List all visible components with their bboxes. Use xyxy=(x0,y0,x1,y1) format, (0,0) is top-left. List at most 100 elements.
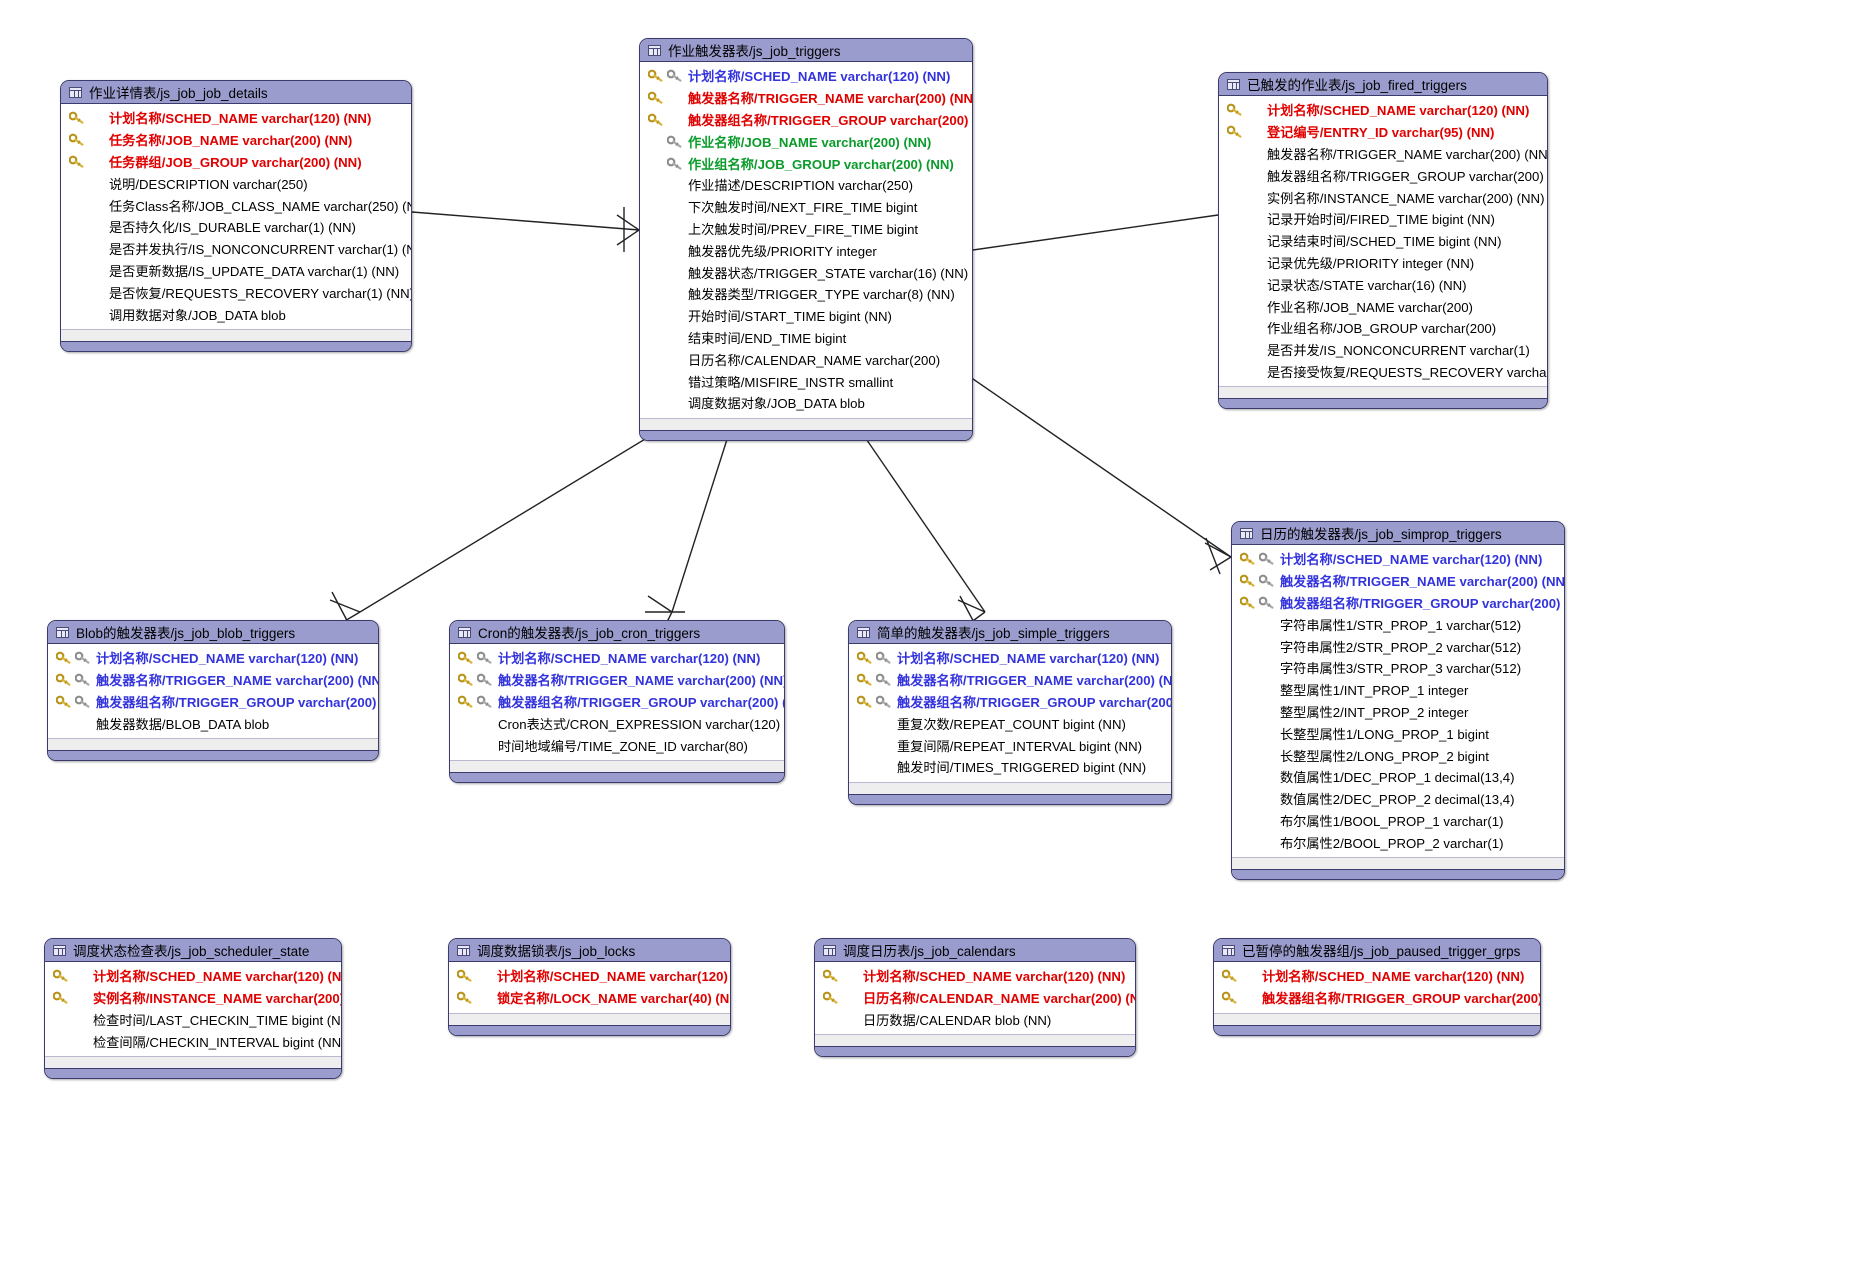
attribute-row[interactable]: 计划名称/SCHED_NAME varchar(120) (NN) xyxy=(48,647,378,669)
attribute-row[interactable]: 错过策略/MISFIRE_INSTR smallint xyxy=(640,370,972,392)
attribute-row[interactable]: 计划名称/SCHED_NAME varchar(120) (NN) xyxy=(640,65,972,87)
attribute-row[interactable]: 上次触发时间/PREV_FIRE_TIME bigint xyxy=(640,218,972,240)
attribute-row[interactable]: 是否持久化/IS_DURABLE varchar(1) (NN) xyxy=(61,216,411,238)
attribute-row[interactable]: 计划名称/SCHED_NAME varchar(120) (NN) xyxy=(449,965,730,987)
attribute-row[interactable]: 触发器名称/TRIGGER_NAME varchar(200) (NN) xyxy=(640,87,972,109)
attribute-row[interactable]: 触发器数据/BLOB_DATA blob xyxy=(48,712,378,734)
attribute-row[interactable]: 任务名称/JOB_NAME varchar(200) (NN) xyxy=(61,129,411,151)
attribute-row[interactable]: 作业组名称/JOB_GROUP varchar(200) xyxy=(1219,317,1547,339)
attribute-row[interactable]: 任务群组/JOB_GROUP varchar(200) (NN) xyxy=(61,151,411,173)
attribute-row[interactable]: 记录优先级/PRIORITY integer (NN) xyxy=(1219,252,1547,274)
attribute-row[interactable]: 检查时间/LAST_CHECKIN_TIME bigint (NN) xyxy=(45,1009,341,1031)
attribute-row[interactable]: 是否更新数据/IS_UPDATE_DATA varchar(1) (NN) xyxy=(61,260,411,282)
attribute-row[interactable]: 整型属性2/INT_PROP_2 integer xyxy=(1232,701,1564,723)
entity-fired_triggers[interactable]: 已触发的作业表/js_job_fired_triggers 计划名称/SCHED_… xyxy=(1218,72,1548,410)
entity-title-job_triggers[interactable]: 作业触发器表/js_job_triggers xyxy=(640,39,972,62)
attribute-row[interactable]: 计划名称/SCHED_NAME varchar(120) (NN) xyxy=(1232,548,1564,570)
attribute-row[interactable]: 记录结束时间/SCHED_TIME bigint (NN) xyxy=(1219,230,1547,252)
attribute-row[interactable]: 触发器名称/TRIGGER_NAME varchar(200) (NN) xyxy=(450,669,784,691)
attribute-row[interactable]: 作业描述/DESCRIPTION varchar(250) xyxy=(640,174,972,196)
attribute-row[interactable]: 作业组名称/JOB_GROUP varchar(200) (NN) xyxy=(640,152,972,174)
attribute-row[interactable]: 触发时间/TIMES_TRIGGERED bigint (NN) xyxy=(849,756,1171,778)
entity-title-locks[interactable]: 调度数据锁表/js_job_locks xyxy=(449,939,730,962)
entity-calendars[interactable]: 调度日历表/js_job_calendars 计划名称/SCHED_NAME va… xyxy=(814,938,1136,1058)
entity-job_details[interactable]: 作业详情表/js_job_job_details 计划名称/SCHED_NAME … xyxy=(60,80,412,352)
attribute-row[interactable]: 开始时间/START_TIME bigint (NN) xyxy=(640,305,972,327)
attribute-row[interactable]: 整型属性1/INT_PROP_1 integer xyxy=(1232,679,1564,701)
entity-title-job_details[interactable]: 作业详情表/js_job_job_details xyxy=(61,81,411,104)
attribute-row[interactable]: 下次触发时间/NEXT_FIRE_TIME bigint xyxy=(640,196,972,218)
attribute-row[interactable]: 作业名称/JOB_NAME varchar(200) (NN) xyxy=(640,130,972,152)
attribute-row[interactable]: 计划名称/SCHED_NAME varchar(120) (NN) xyxy=(849,647,1171,669)
attribute-row[interactable]: 记录状态/STATE varchar(16) (NN) xyxy=(1219,273,1547,295)
attribute-row[interactable]: 调度数据对象/JOB_DATA blob xyxy=(640,392,972,414)
attribute-row[interactable]: 触发器名称/TRIGGER_NAME varchar(200) (NN) xyxy=(48,669,378,691)
attribute-row[interactable]: 触发器名称/TRIGGER_NAME varchar(200) (NN) xyxy=(1219,143,1547,165)
attribute-row[interactable]: 日历名称/CALENDAR_NAME varchar(200) xyxy=(640,348,972,370)
attribute-row[interactable]: 触发器状态/TRIGGER_STATE varchar(16) (NN) xyxy=(640,261,972,283)
attribute-row[interactable]: 实例名称/INSTANCE_NAME varchar(200) (NN) xyxy=(1219,186,1547,208)
attribute-row[interactable]: 触发器组名称/TRIGGER_GROUP varchar(200) (NN) xyxy=(849,691,1171,713)
entity-simprop_triggers[interactable]: 日历的触发器表/js_job_simprop_triggers 计划名称/SCHE… xyxy=(1231,521,1565,881)
attribute-row[interactable]: 触发器组名称/TRIGGER_GROUP varchar(200) (NN) xyxy=(640,109,972,131)
attribute-row[interactable]: 触发器组名称/TRIGGER_GROUP varchar(200) (NN) xyxy=(48,691,378,713)
attribute-row[interactable]: 字符串属性2/STR_PROP_2 varchar(512) xyxy=(1232,635,1564,657)
attribute-row[interactable]: 计划名称/SCHED_NAME varchar(120) (NN) xyxy=(450,647,784,669)
entity-title-simprop_triggers[interactable]: 日历的触发器表/js_job_simprop_triggers xyxy=(1232,522,1564,545)
attribute-row[interactable]: 重复间隔/REPEAT_INTERVAL bigint (NN) xyxy=(849,734,1171,756)
entity-job_triggers[interactable]: 作业触发器表/js_job_triggers 计划名称/SCHED_NAME va… xyxy=(639,38,973,441)
attribute-row[interactable]: 锁定名称/LOCK_NAME varchar(40) (NN) xyxy=(449,987,730,1009)
entity-simple_triggers[interactable]: 简单的触发器表/js_job_simple_triggers 计划名称/SCHED… xyxy=(848,620,1172,805)
entity-title-paused_trigger_grps[interactable]: 已暂停的触发器组/js_job_paused_trigger_grps xyxy=(1214,939,1540,962)
attribute-row[interactable]: 实例名称/INSTANCE_NAME varchar(200) (NN) xyxy=(45,987,341,1009)
entity-scheduler_state[interactable]: 调度状态检查表/js_job_scheduler_state 计划名称/SCHED… xyxy=(44,938,342,1080)
attribute-row[interactable]: 触发器名称/TRIGGER_NAME varchar(200) (NN) xyxy=(1232,570,1564,592)
attribute-row[interactable]: 触发器组名称/TRIGGER_GROUP varchar(200) (NN) xyxy=(1219,164,1547,186)
attribute-row[interactable]: 长整型属性1/LONG_PROP_1 bigint xyxy=(1232,722,1564,744)
entity-title-cron_triggers[interactable]: Cron的触发器表/js_job_cron_triggers xyxy=(450,621,784,644)
entity-title-calendars[interactable]: 调度日历表/js_job_calendars xyxy=(815,939,1135,962)
attribute-row[interactable]: 字符串属性3/STR_PROP_3 varchar(512) xyxy=(1232,657,1564,679)
entity-blob_triggers[interactable]: Blob的触发器表/js_job_blob_triggers 计划名称/SCHED… xyxy=(47,620,379,762)
attribute-row[interactable]: 布尔属性2/BOOL_PROP_2 varchar(1) xyxy=(1232,831,1564,853)
attribute-row[interactable]: 触发器名称/TRIGGER_NAME varchar(200) (NN) xyxy=(849,669,1171,691)
attribute-row[interactable]: 字符串属性1/STR_PROP_1 varchar(512) xyxy=(1232,613,1564,635)
attribute-row[interactable]: 计划名称/SCHED_NAME varchar(120) (NN) xyxy=(1214,965,1540,987)
attribute-row[interactable]: 作业名称/JOB_NAME varchar(200) xyxy=(1219,295,1547,317)
attribute-row[interactable]: 触发器组名称/TRIGGER_GROUP varchar(200) (NN) xyxy=(450,691,784,713)
attribute-row[interactable]: 是否接受恢复/REQUESTS_RECOVERY varchar(1) xyxy=(1219,361,1547,383)
attribute-row[interactable]: 重复次数/REPEAT_COUNT bigint (NN) xyxy=(849,712,1171,734)
entity-locks[interactable]: 调度数据锁表/js_job_locks 计划名称/SCHED_NAME varch… xyxy=(448,938,731,1036)
attribute-row[interactable]: 是否恢复/REQUESTS_RECOVERY varchar(1) (NN) xyxy=(61,281,411,303)
attribute-row[interactable]: 触发器组名称/TRIGGER_GROUP varchar(200) (NN) xyxy=(1214,987,1540,1009)
attribute-row[interactable]: 是否并发/IS_NONCONCURRENT varchar(1) xyxy=(1219,339,1547,361)
attribute-row[interactable]: 说明/DESCRIPTION varchar(250) xyxy=(61,172,411,194)
attribute-row[interactable]: 计划名称/SCHED_NAME varchar(120) (NN) xyxy=(1219,99,1547,121)
attribute-row[interactable]: 触发器优先级/PRIORITY integer xyxy=(640,239,972,261)
entity-title-blob_triggers[interactable]: Blob的触发器表/js_job_blob_triggers xyxy=(48,621,378,644)
attribute-row[interactable]: 日历数据/CALENDAR blob (NN) xyxy=(815,1009,1135,1031)
attribute-row[interactable]: 任务Class名称/JOB_CLASS_NAME varchar(250) (N… xyxy=(61,194,411,216)
entity-title-simple_triggers[interactable]: 简单的触发器表/js_job_simple_triggers xyxy=(849,621,1171,644)
attribute-row[interactable]: 结束时间/END_TIME bigint xyxy=(640,327,972,349)
attribute-row[interactable]: 日历名称/CALENDAR_NAME varchar(200) (NN) xyxy=(815,987,1135,1009)
attribute-row[interactable]: 计划名称/SCHED_NAME varchar(120) (NN) xyxy=(61,107,411,129)
attribute-row[interactable]: 触发器类型/TRIGGER_TYPE varchar(8) (NN) xyxy=(640,283,972,305)
attribute-row[interactable]: 是否并发执行/IS_NONCONCURRENT varchar(1) (NN) xyxy=(61,238,411,260)
attribute-row[interactable]: 检查间隔/CHECKIN_INTERVAL bigint (NN) xyxy=(45,1030,341,1052)
attribute-row[interactable]: 计划名称/SCHED_NAME varchar(120) (NN) xyxy=(45,965,341,987)
attribute-row[interactable]: 数值属性2/DEC_PROP_2 decimal(13,4) xyxy=(1232,788,1564,810)
entity-title-scheduler_state[interactable]: 调度状态检查表/js_job_scheduler_state xyxy=(45,939,341,962)
attribute-row[interactable]: 数值属性1/DEC_PROP_1 decimal(13,4) xyxy=(1232,766,1564,788)
entity-title-fired_triggers[interactable]: 已触发的作业表/js_job_fired_triggers xyxy=(1219,73,1547,96)
entity-paused_trigger_grps[interactable]: 已暂停的触发器组/js_job_paused_trigger_grps 计划名称/… xyxy=(1213,938,1541,1036)
attribute-row[interactable]: 登记编号/ENTRY_ID varchar(95) (NN) xyxy=(1219,121,1547,143)
entity-cron_triggers[interactable]: Cron的触发器表/js_job_cron_triggers 计划名称/SCHED… xyxy=(449,620,785,783)
attribute-row[interactable]: 记录开始时间/FIRED_TIME bigint (NN) xyxy=(1219,208,1547,230)
attribute-row[interactable]: 时间地域编号/TIME_ZONE_ID varchar(80) xyxy=(450,734,784,756)
attribute-row[interactable]: 布尔属性1/BOOL_PROP_1 varchar(1) xyxy=(1232,810,1564,832)
attribute-row[interactable]: 计划名称/SCHED_NAME varchar(120) (NN) xyxy=(815,965,1135,987)
attribute-row[interactable]: 触发器组名称/TRIGGER_GROUP varchar(200) (NN) xyxy=(1232,592,1564,614)
attribute-row[interactable]: 调用数据对象/JOB_DATA blob xyxy=(61,303,411,325)
attribute-row[interactable]: Cron表达式/CRON_EXPRESSION varchar(120) (NN… xyxy=(450,712,784,734)
